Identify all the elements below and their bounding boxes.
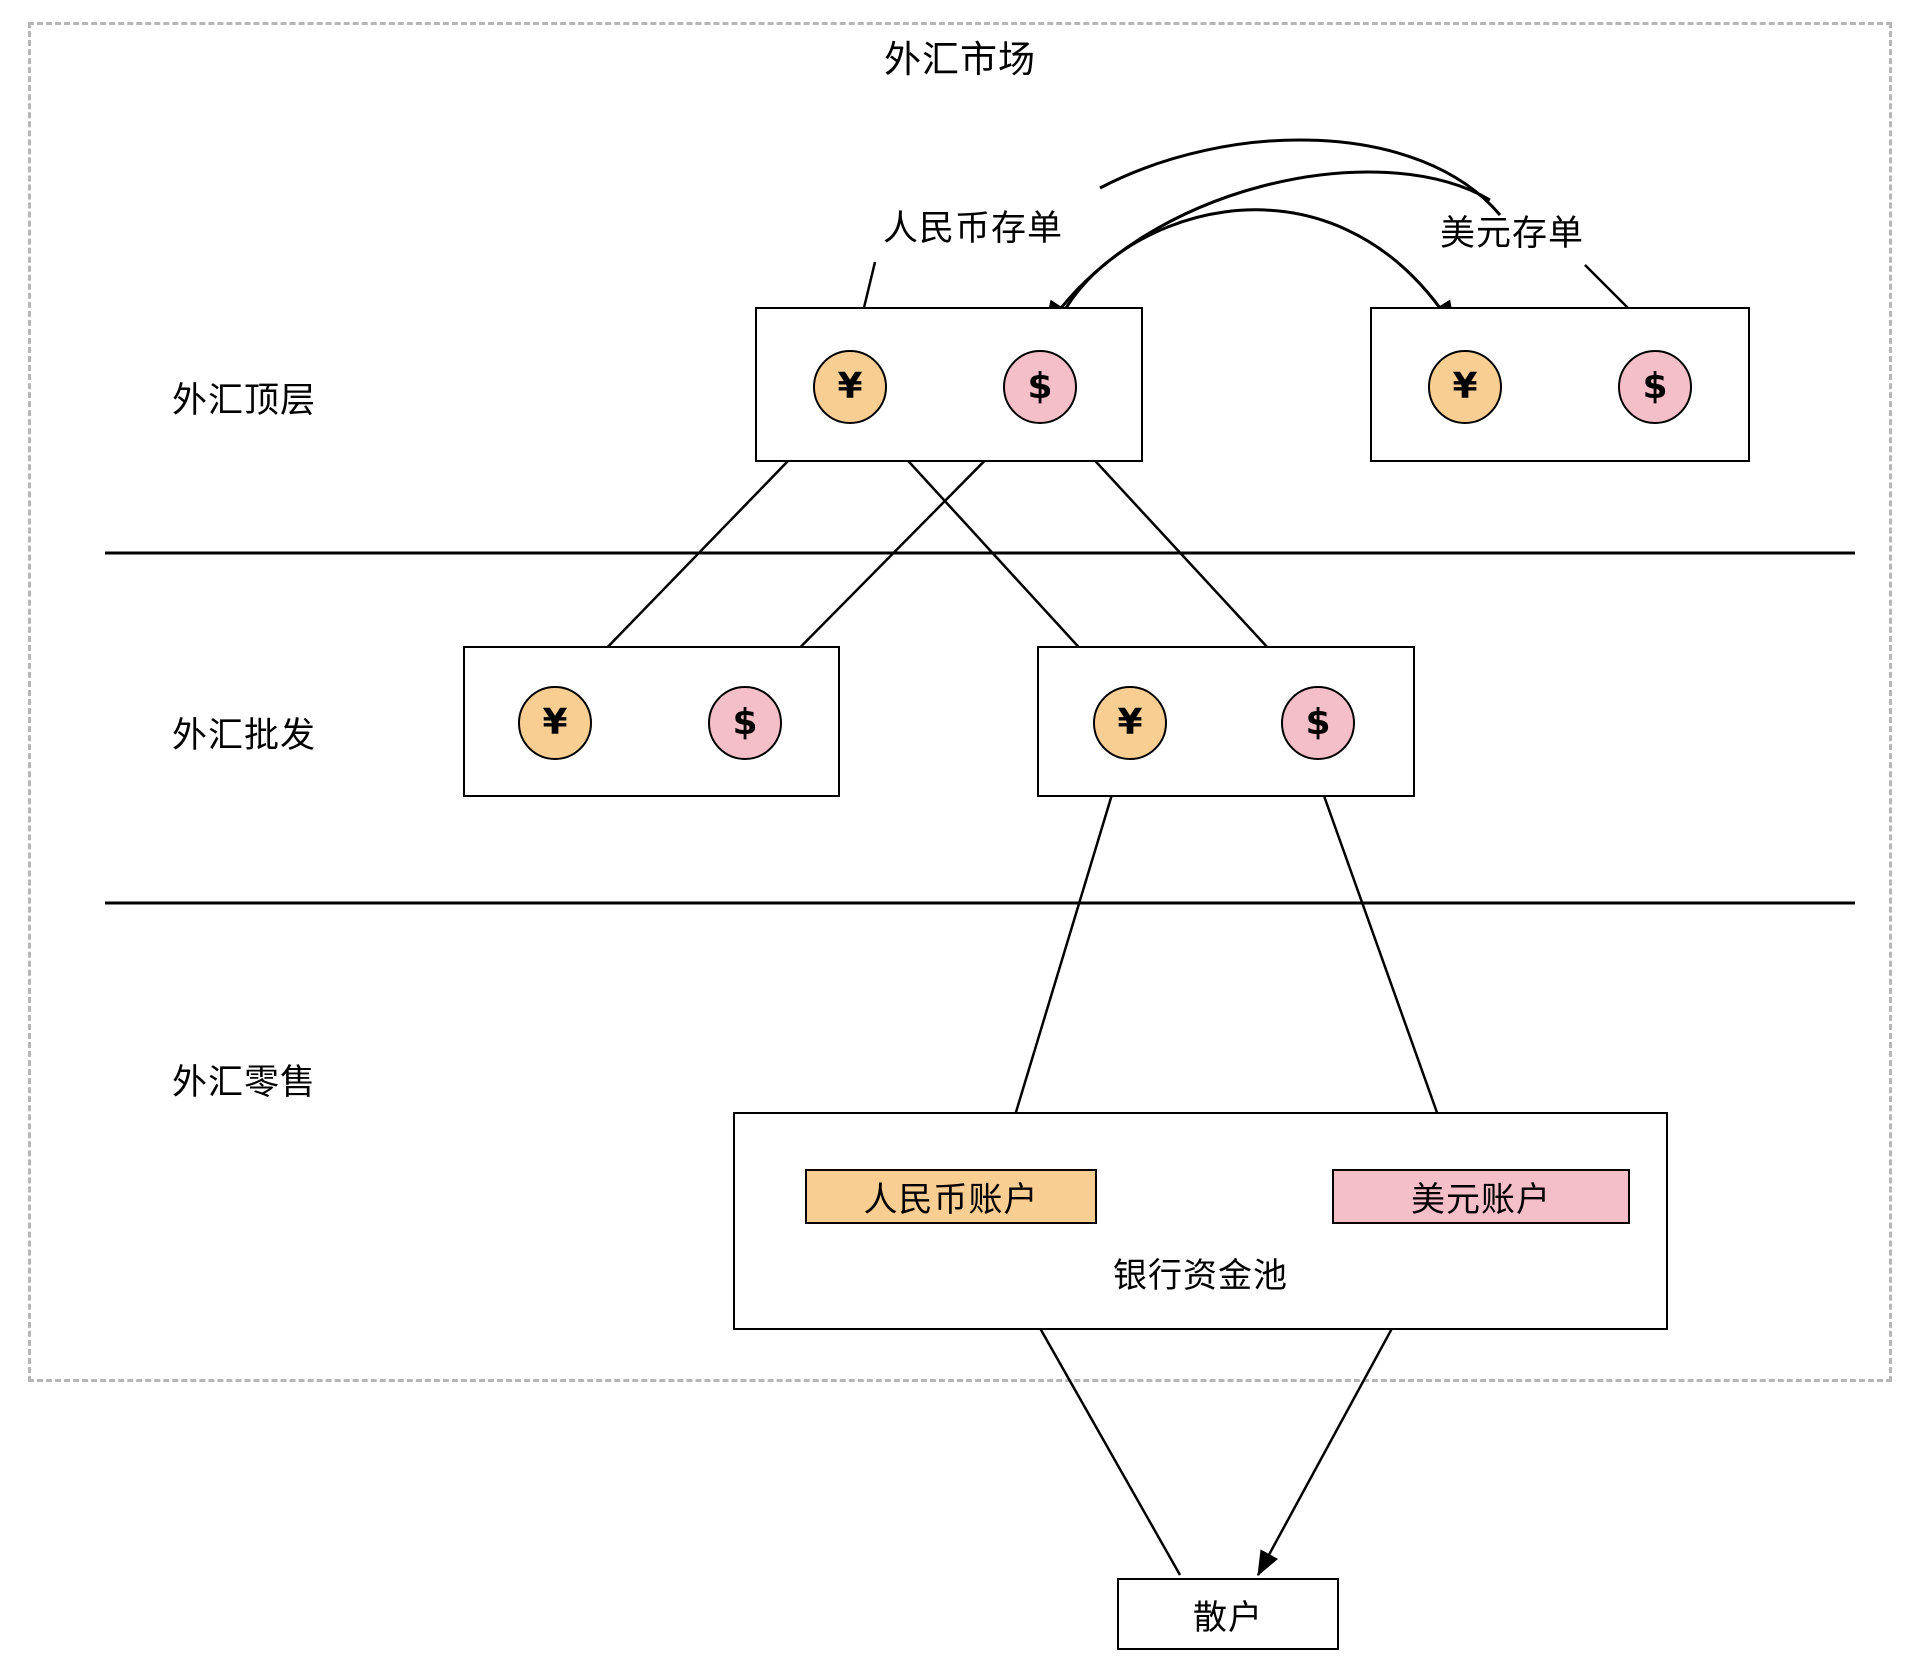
arrow-wholesaleA-cny-to-topA-cny xyxy=(567,427,821,689)
coin-cny-top-bank-b: ¥ xyxy=(1428,350,1502,424)
fx-market-frame xyxy=(28,22,1892,1382)
tier-label-top: 外汇顶层 xyxy=(172,381,317,420)
arc-bankB-to-bankA-usd xyxy=(1099,138,1502,216)
coin-cny-wholesale-bank-b: ¥ xyxy=(1093,686,1167,760)
usd-account-chip[interactable]: 美元账户 xyxy=(1332,1169,1630,1224)
coin-usd-top-bank-a: $ xyxy=(1003,350,1077,424)
annotation-usd-certificate: 美元存单 xyxy=(1440,214,1585,253)
arrow-cny-account-to-wholesaleB-cny xyxy=(998,766,1123,1166)
coin-usd-wholesale-bank-a: $ xyxy=(708,686,782,760)
retail-investor-box[interactable]: 散户 xyxy=(1117,1578,1339,1650)
page-title: 外汇市场 xyxy=(884,39,1036,80)
tier-label-retail: 外汇零售 xyxy=(172,1063,317,1102)
arrow-topA-usd-to-wholesaleB-usd xyxy=(1062,425,1306,689)
tier-label-wholesale: 外汇批发 xyxy=(172,716,317,755)
coin-cny-top-bank-a: ¥ xyxy=(813,350,887,424)
arrow-topA-usd-to-wholesaleA-usd xyxy=(759,424,1021,689)
coin-cny-wholesale-bank-a: ¥ xyxy=(518,686,592,760)
coin-usd-wholesale-bank-b: $ xyxy=(1281,686,1355,760)
annotation-cny-certificate: 人民币存单 xyxy=(883,209,1064,248)
cny-account-chip[interactable]: 人民币账户 xyxy=(805,1169,1097,1224)
top-layer-bank-b-box xyxy=(1370,307,1750,462)
arc-bankB-to-bankA-usd-head xyxy=(1043,170,1491,332)
arrow-wholesaleB-usd-to-usd-account xyxy=(1311,764,1457,1165)
coin-usd-top-bank-b: $ xyxy=(1618,350,1692,424)
bank-fund-pool-caption: 银行资金池 xyxy=(1113,1257,1288,1295)
